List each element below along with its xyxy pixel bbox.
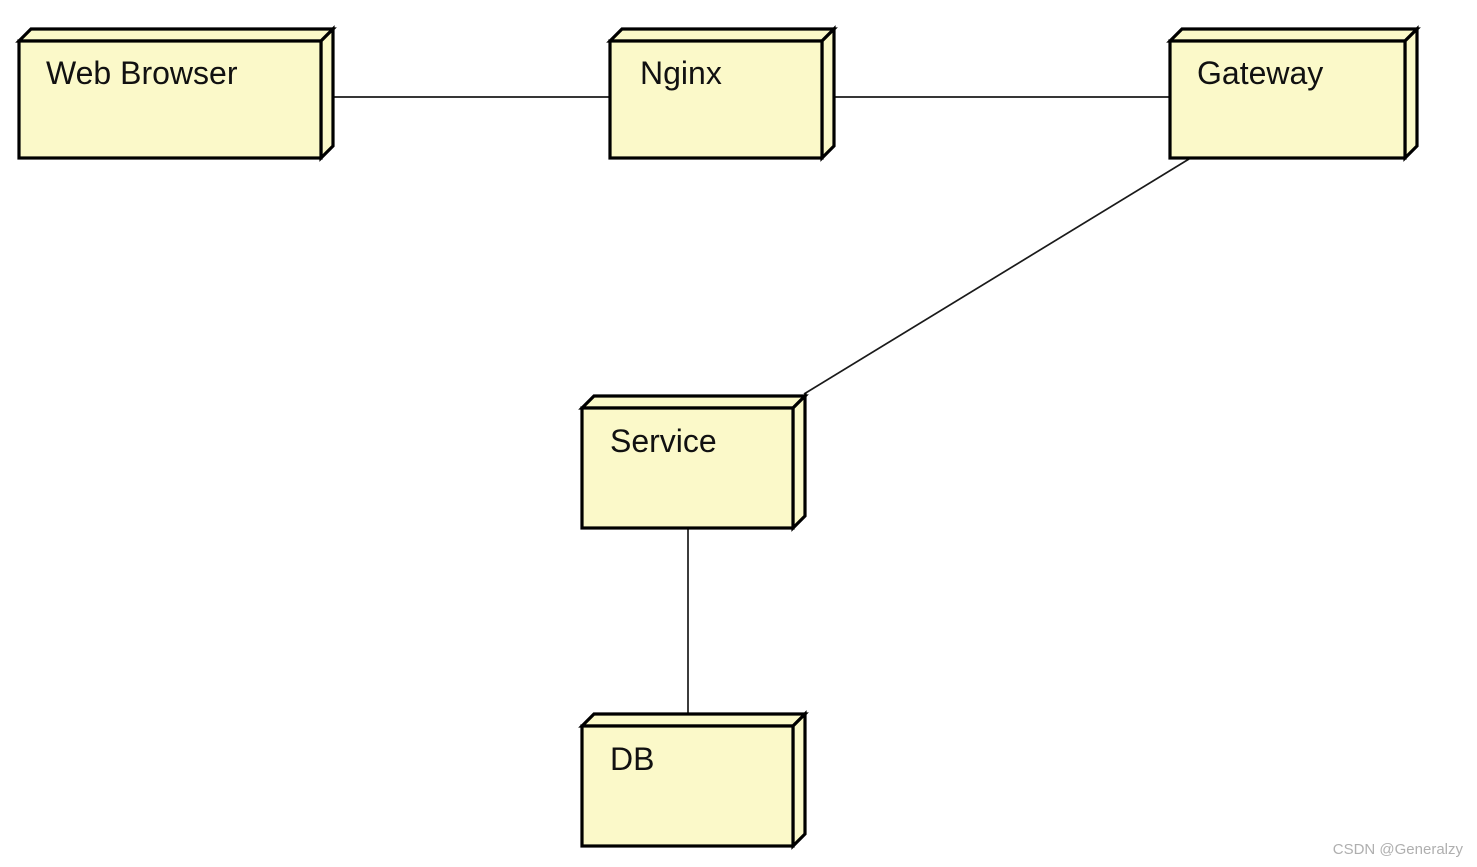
node-front-face <box>17 39 323 160</box>
node-label-web-browser: Web Browser <box>46 55 238 91</box>
node-gateway: Gateway <box>1166 25 1421 162</box>
node-label-service: Service <box>610 423 717 459</box>
node-top-face <box>606 27 838 43</box>
node-front-face <box>1168 39 1407 160</box>
node-nginx: Nginx <box>606 25 838 162</box>
node-top-face <box>1166 27 1421 43</box>
node-label-db: DB <box>610 741 654 777</box>
node-top-face <box>578 712 809 728</box>
node-side-face <box>1403 25 1419 162</box>
node-web-browser: Web Browser <box>15 25 337 162</box>
node-db: DB <box>578 710 809 850</box>
node-front-face <box>608 39 824 160</box>
node-side-face <box>820 25 836 162</box>
node-top-face <box>15 27 337 43</box>
node-side-face <box>791 710 807 850</box>
node-service: Service <box>578 392 809 532</box>
edge-gateway-service <box>803 158 1190 395</box>
node-side-face <box>791 392 807 532</box>
node-label-gateway: Gateway <box>1197 55 1323 91</box>
node-front-face <box>580 724 795 848</box>
node-front-face <box>580 406 795 530</box>
csdn-watermark: CSDN @Generalzy <box>1333 841 1464 858</box>
node-top-face <box>578 394 809 410</box>
node-label-nginx: Nginx <box>640 55 722 91</box>
node-side-face <box>319 25 335 162</box>
